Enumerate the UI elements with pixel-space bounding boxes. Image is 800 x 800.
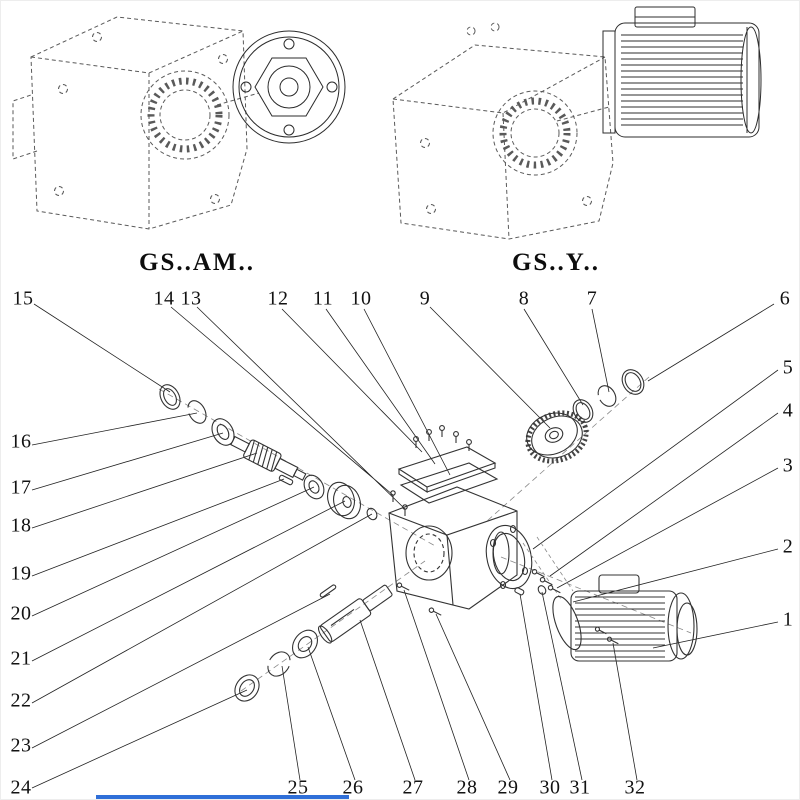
exploded-assembly [158,369,698,702]
screw-guide-lines [522,536,574,600]
variant-label-right: GS..Y.. [511,249,601,276]
gear-housing [388,486,518,610]
callout-18: 18 [10,514,32,537]
output-shaft [317,584,393,644]
callout-3: 3 [782,454,794,477]
callout-10: 10 [350,287,372,310]
callout-30: 30 [539,776,561,799]
callout-8: 8 [518,287,530,310]
shaft-key [278,474,294,486]
small-washer [537,585,547,595]
output-circlip [267,651,291,677]
callout-23: 23 [10,734,32,757]
motor-flange [552,595,582,651]
callout-11: 11 [312,287,334,310]
housing-screw-a [396,582,410,591]
gearbox-flange-drawing [12,16,346,230]
input-bearing-b [303,474,325,500]
gear-circlip [597,385,617,407]
callout-27: 27 [402,776,424,799]
output-flange [232,30,346,144]
cover-screws [413,425,472,451]
callout-20: 20 [10,602,32,625]
callout-25: 25 [287,776,309,799]
callout-21: 21 [10,647,32,670]
callout-16: 16 [10,430,32,453]
callout-5: 5 [782,356,794,379]
top-cover [397,446,497,494]
worm-wheel-disc [327,481,361,520]
small-plug [514,587,525,596]
electric-motor-top [602,6,762,138]
callout-14: 14 [153,287,175,310]
motor-bolts [594,626,619,645]
callout-1: 1 [782,608,794,631]
input-oil-seal [159,384,181,410]
plug-washer [402,504,408,516]
flange-screws [531,568,561,594]
input-retaining-ring [187,400,207,424]
callout-22: 22 [10,689,32,712]
gearbox-housing-left [12,16,260,230]
input-bearing-a [211,418,235,446]
cover-gasket [399,462,499,504]
callout-13: 13 [180,287,202,310]
cropped-blue-bar [96,795,349,799]
gear-spacer-ring [572,399,594,423]
motor-flange-ring [485,524,533,590]
variant-label-left: GS..AM.. [139,249,255,276]
output-bearing [291,629,319,659]
worm-shaft [230,435,307,481]
assembly-axes [158,376,692,692]
callout-26: 26 [342,776,364,799]
housing-screw-b [428,607,442,616]
callout-31: 31 [569,776,591,799]
callout-17: 17 [10,476,32,499]
callout-29: 29 [497,776,519,799]
callout-4: 4 [782,399,794,422]
callout-7: 7 [586,287,598,310]
callout-32: 32 [624,776,646,799]
callout-28: 28 [456,776,478,799]
spacer-ring [366,507,378,521]
callout-24: 24 [10,776,32,799]
gearbox-housing-right [392,22,614,240]
gearbox-motor-drawing [392,6,762,240]
callout-15: 15 [12,287,34,310]
callout-2: 2 [782,535,794,558]
output-oil-seal [234,674,260,702]
motor-assembly [552,574,698,662]
callout-9: 9 [419,287,431,310]
gear-shim-ring [621,369,645,395]
callout-12: 12 [267,287,289,310]
leader-lines [31,303,779,789]
callout-6: 6 [779,287,791,310]
callout-19: 19 [10,562,32,585]
shaft-pin [319,584,337,598]
helical-gear [525,410,589,464]
vent-plug [390,490,396,502]
